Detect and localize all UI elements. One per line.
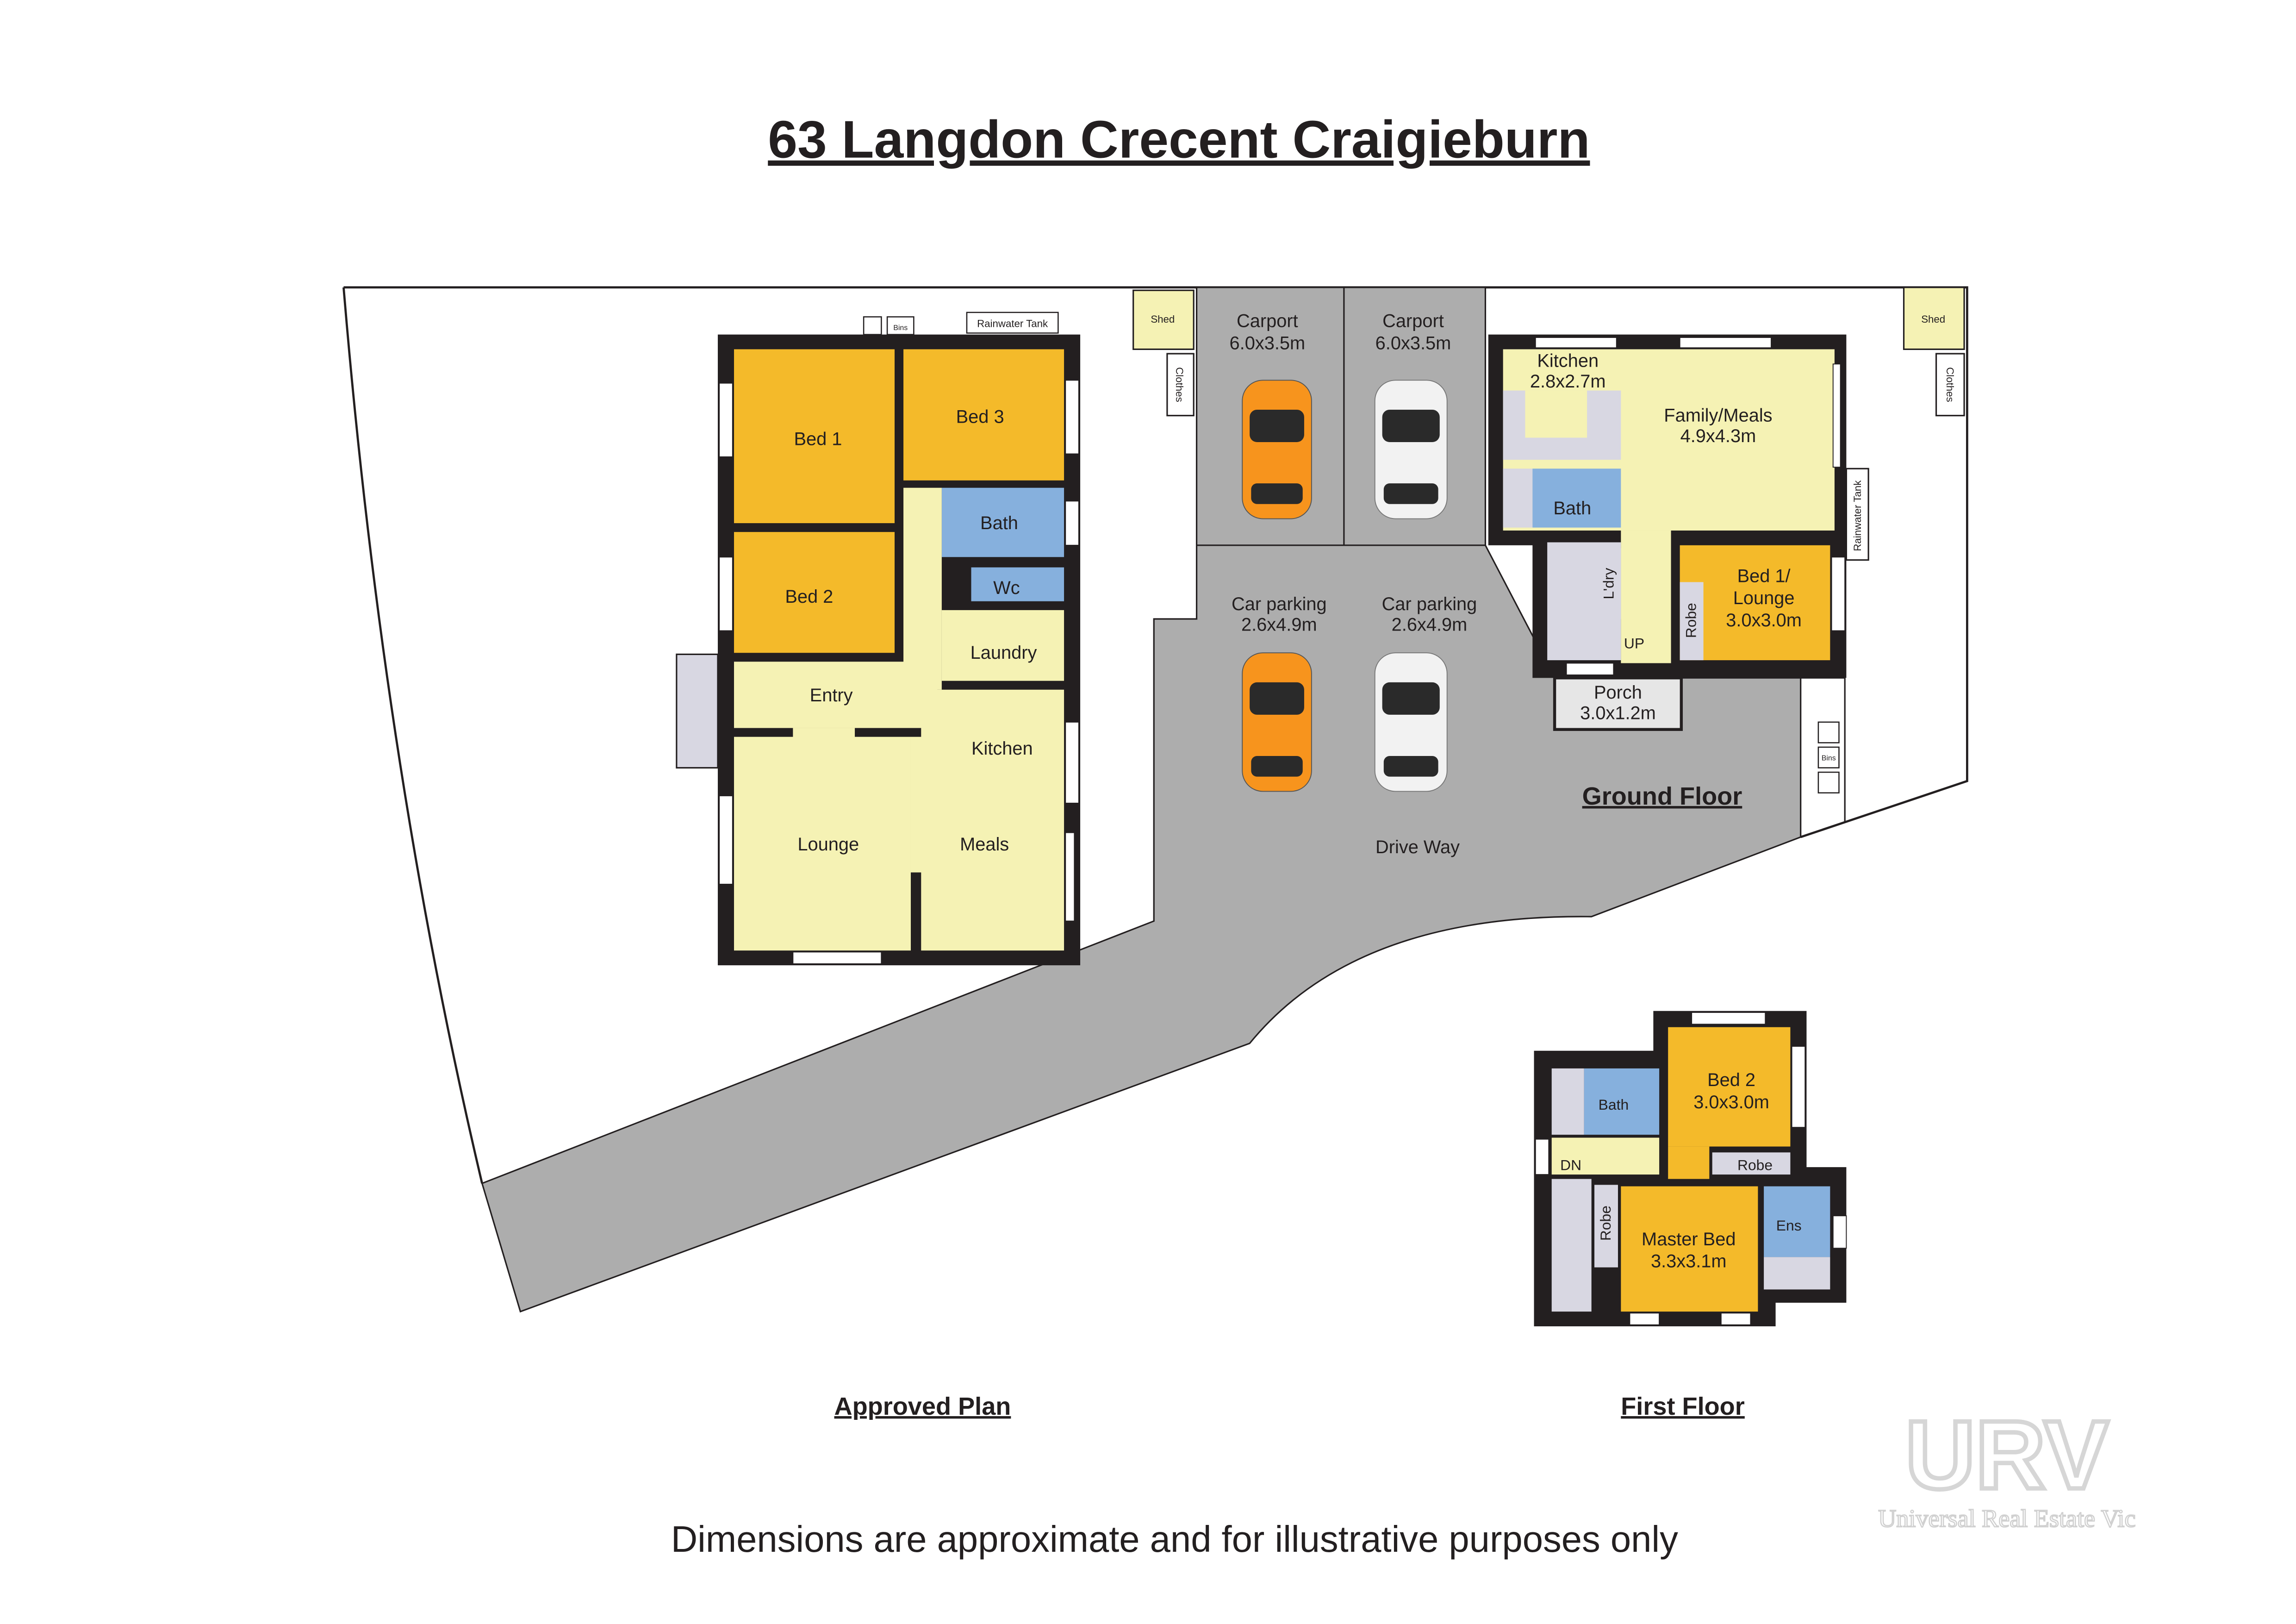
gf-kitchen-label: Kitchen bbox=[1537, 351, 1599, 371]
first-floor-house: Bath Bed 2 3.0x3.0m Robe DN Robe Master … bbox=[1534, 1011, 1847, 1326]
ff-robe-1-label: Robe bbox=[1737, 1157, 1773, 1174]
svg-text:URV: URV bbox=[1905, 1400, 2109, 1509]
car-orange-carport bbox=[1242, 380, 1312, 519]
bins-label: Bins bbox=[893, 324, 908, 332]
ff-robe-2-label: Robe bbox=[1597, 1206, 1614, 1241]
carport-1-label: Carport bbox=[1237, 311, 1298, 331]
ground-floor-caption: Ground Floor bbox=[1582, 782, 1742, 810]
room-bed2: Bed 2 bbox=[785, 587, 833, 607]
gf-shed-label: Shed bbox=[1921, 313, 1945, 325]
svg-text:Universal Real Estate Vic: Universal Real Estate Vic bbox=[1878, 1505, 2135, 1532]
ff-master-label: Master Bed bbox=[1642, 1229, 1736, 1249]
parking-1-size: 2.6x4.9m bbox=[1241, 614, 1317, 635]
gf-laundry-label: L'dry bbox=[1600, 568, 1617, 600]
carport-1-size: 6.0x3.5m bbox=[1230, 333, 1306, 353]
page-title: 63 Langdon Crecent Craigieburn bbox=[768, 110, 1590, 169]
gf-porch-size: 3.0x1.2m bbox=[1580, 703, 1656, 723]
room-lounge: Lounge bbox=[797, 834, 859, 855]
lot-boundary bbox=[342, 286, 1968, 1184]
room-meals: Meals bbox=[960, 834, 1009, 855]
first-floor-caption: First Floor bbox=[1621, 1393, 1745, 1420]
gf-bed1-size: 3.0x3.0m bbox=[1726, 610, 1802, 631]
ff-bath-label: Bath bbox=[1599, 1096, 1629, 1113]
ff-stairs-dn-label: DN bbox=[1560, 1157, 1581, 1174]
driveway-label: Drive Way bbox=[1375, 837, 1460, 857]
gf-bins-label: Bins bbox=[1822, 755, 1836, 762]
approved-plan-caption: Approved Plan bbox=[834, 1393, 1011, 1420]
ff-ens-label: Ens bbox=[1776, 1217, 1802, 1234]
room-entry: Entry bbox=[810, 685, 853, 706]
gf-kitchen-size: 2.8x2.7m bbox=[1530, 371, 1606, 392]
room-bath: Bath bbox=[980, 513, 1018, 533]
gf-family-size: 4.9x4.3m bbox=[1680, 426, 1756, 446]
gf-bath-label: Bath bbox=[1553, 498, 1591, 518]
approved-plan-house: Bins Rainwater Tank Shed Clothes Bed 1 B… bbox=[676, 289, 1195, 966]
gf-robe-label: Robe bbox=[1683, 603, 1699, 638]
ground-floor-house: Rainwater Tank Shed Clothes Bins Kitchen… bbox=[1488, 287, 1965, 793]
carport-2-size: 6.0x3.5m bbox=[1375, 333, 1451, 353]
car-white-parking bbox=[1374, 652, 1448, 792]
ff-bed2-size: 3.0x3.0m bbox=[1693, 1092, 1769, 1112]
gf-porch-label: Porch bbox=[1594, 682, 1642, 703]
carport-2-label: Carport bbox=[1382, 311, 1444, 331]
room-bed1: Bed 1 bbox=[794, 429, 842, 449]
ff-master-size: 3.3x3.1m bbox=[1651, 1251, 1727, 1272]
site-labels: Carport 6.0x3.5m Carport 6.0x3.5m Car pa… bbox=[1230, 311, 1477, 857]
gf-bed1-label: Bed 1/ bbox=[1737, 566, 1791, 586]
room-laundry: Laundry bbox=[971, 643, 1037, 663]
shed-label: Shed bbox=[1151, 313, 1175, 325]
parking-2-label: Car parking bbox=[1382, 594, 1477, 614]
gf-rainwater-tank-label: Rainwater Tank bbox=[1852, 480, 1863, 551]
parking-2-size: 2.6x4.9m bbox=[1392, 614, 1468, 635]
clothes-label: Clothes bbox=[1174, 367, 1185, 402]
gf-stairs-up-label: UP bbox=[1624, 635, 1644, 652]
gf-family-label: Family/Meals bbox=[1664, 405, 1772, 425]
disclaimer: Dimensions are approximate and for illus… bbox=[671, 1518, 1678, 1560]
parking-1-label: Car parking bbox=[1232, 594, 1327, 614]
room-bed3: Bed 3 bbox=[956, 407, 1004, 427]
room-kitchen: Kitchen bbox=[971, 738, 1033, 759]
room-wc: Wc bbox=[993, 578, 1020, 598]
gf-bed1-label-2: Lounge bbox=[1733, 588, 1795, 608]
ff-bed2-label: Bed 2 bbox=[1707, 1070, 1755, 1090]
urv-logo: URV Universal Real Estate Vic bbox=[1878, 1398, 2136, 1533]
car-white-carport bbox=[1374, 380, 1448, 519]
rainwater-tank-label: Rainwater Tank bbox=[977, 318, 1048, 330]
driveway-area bbox=[481, 287, 1802, 1313]
gf-clothes-label: Clothes bbox=[1944, 367, 1956, 402]
car-orange-parking bbox=[1242, 652, 1312, 792]
